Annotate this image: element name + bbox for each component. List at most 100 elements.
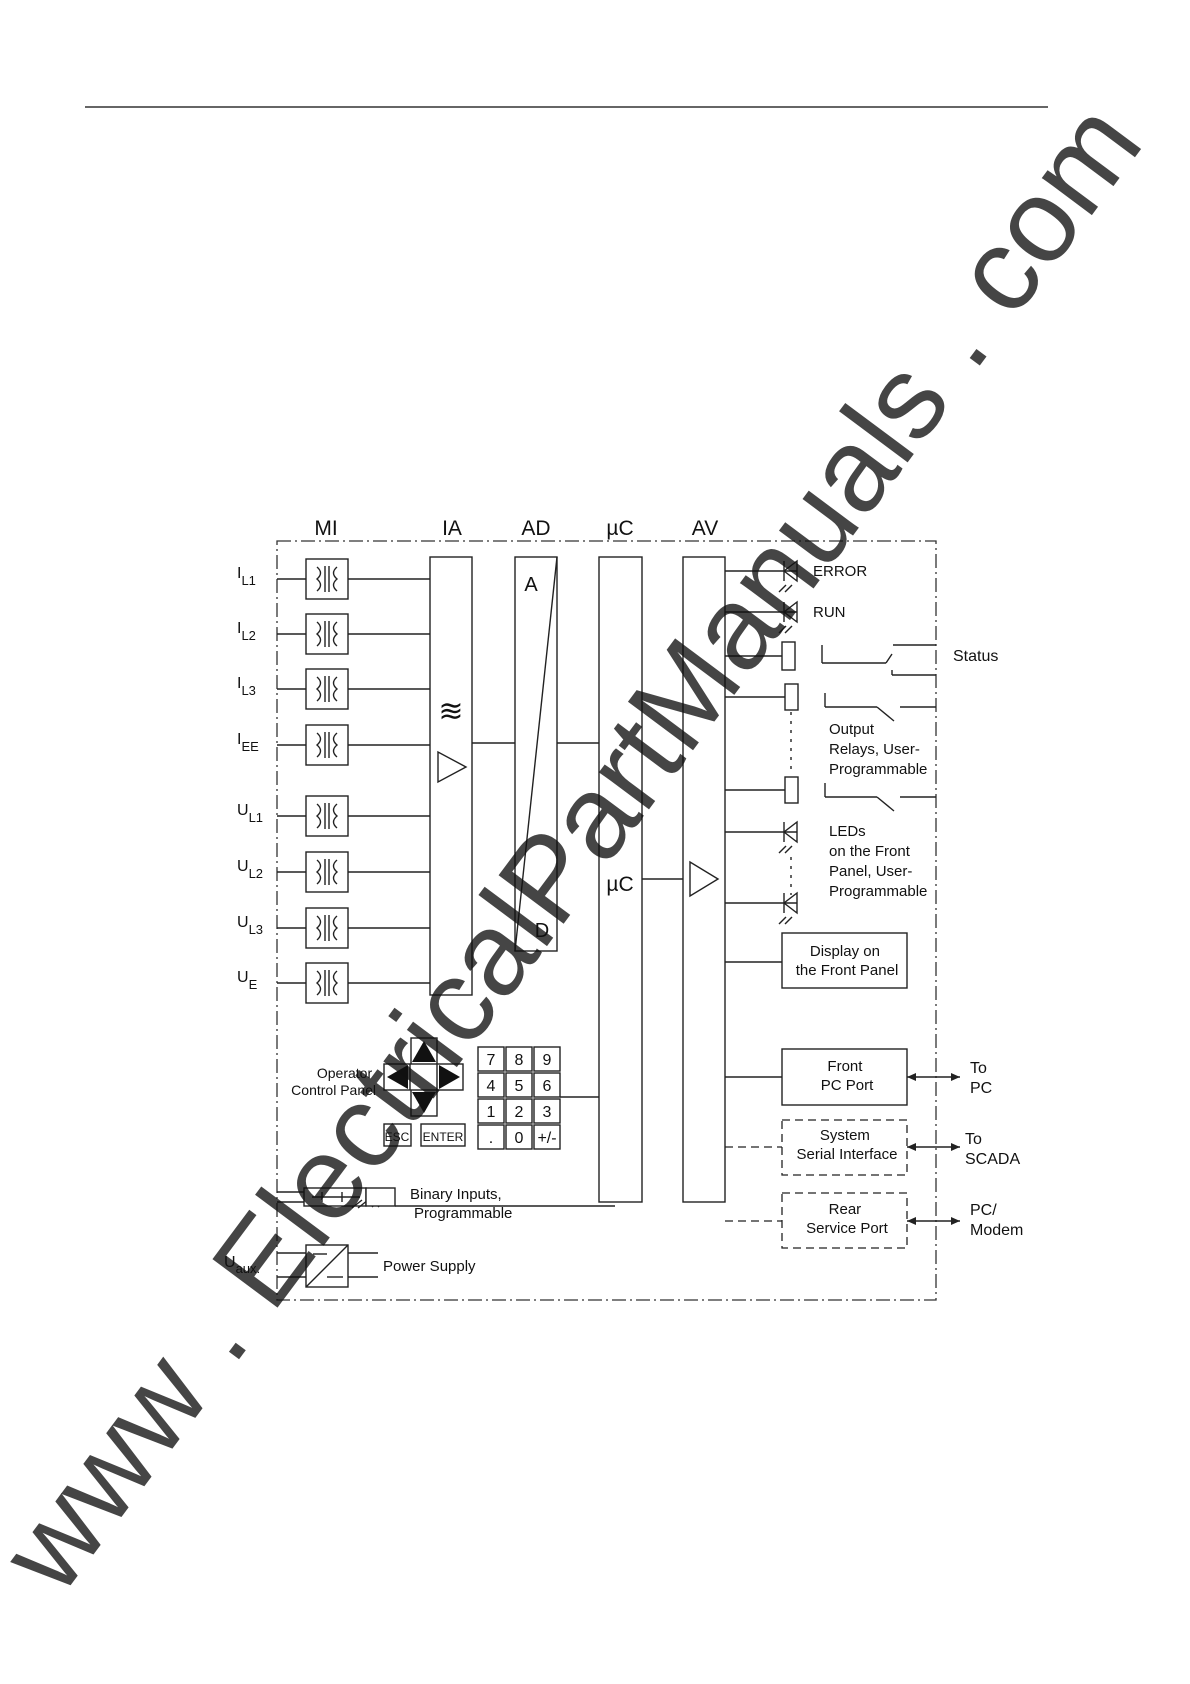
navigation-keys [383, 1037, 464, 1117]
to-pc-label: To PC [970, 1060, 992, 1097]
status-relay: Status [725, 641, 998, 676]
binary-inputs [277, 1187, 615, 1209]
svg-text:1: 1 [487, 1104, 496, 1121]
measuring-input-row: UE [237, 962, 430, 1004]
enter-key: ENTER [420, 1123, 466, 1147]
measuring-input-row: IL1 [237, 558, 430, 600]
numeric-keypad: 7 8 9 4 5 6 1 2 3. 0 +/- [477, 1046, 561, 1150]
measuring-input-row: UL3 [237, 907, 430, 949]
output-amplifier-triangle [689, 860, 720, 898]
measuring-input-row: UL1 [237, 795, 430, 837]
input-label: IEE [237, 731, 259, 754]
measuring-input-row: IEE [237, 724, 430, 766]
led-run: RUN [725, 600, 846, 634]
svg-text:3: 3 [543, 1104, 552, 1121]
header-av: AV [692, 517, 718, 540]
output-relays-label: Output Relays, User- Programmable [829, 721, 927, 778]
arrow-up-icon [412, 1041, 436, 1062]
device-enclosure [276, 540, 937, 1301]
measuring-input-row: UL2 [237, 851, 430, 893]
binary-inputs-label: Binary Inputs, Programmable [410, 1186, 512, 1222]
front-pc-port-box [781, 1048, 908, 1106]
ad-converter-block: A D [514, 556, 558, 952]
arrow-down-icon [412, 1092, 436, 1113]
esc-key: ESC [383, 1123, 412, 1147]
to-pc-arrow [907, 1073, 960, 1081]
display-box [781, 932, 908, 989]
uc-label: µC [606, 873, 633, 896]
keypad-key: 6 [533, 1072, 561, 1098]
output-relay-1 [725, 683, 936, 722]
input-label: IL1 [237, 565, 256, 588]
led-run-label: RUN [813, 604, 846, 621]
front-leds-label: LEDs on the Front Panel, User- Programma… [829, 823, 927, 900]
status-label: Status [953, 648, 998, 665]
keypad-key: 1 [477, 1098, 505, 1124]
header-ia: IA [442, 517, 462, 540]
aux-voltage-label: Uaux. [224, 1254, 260, 1276]
pc-modem-label: PC/ Modem [970, 1202, 1023, 1239]
keypad-key: 0 [505, 1124, 533, 1150]
keypad-key: +/- [533, 1124, 561, 1150]
header-uc: µC [606, 517, 633, 540]
to-scada-arrow [907, 1143, 960, 1151]
rear-port-label: Rear Service Port [806, 1201, 889, 1237]
input-label: UL1 [237, 802, 263, 825]
svg-text:5: 5 [515, 1078, 524, 1095]
header-mi: MI [314, 517, 337, 540]
measuring-input-row: IL3 [237, 668, 430, 710]
keypad-key: 9 [533, 1046, 561, 1072]
svg-text:7: 7 [487, 1052, 496, 1069]
filter-symbol: ≋ [438, 695, 463, 728]
power-supply [277, 1244, 378, 1288]
arrow-left-icon [387, 1065, 408, 1089]
input-label: IL2 [237, 620, 256, 643]
power-supply-label: Power Supply [383, 1258, 476, 1275]
input-label: UL2 [237, 858, 263, 881]
svg-text:ESC: ESC [385, 1130, 410, 1144]
led-error-label: ERROR [813, 563, 867, 580]
svg-text:9: 9 [543, 1052, 552, 1069]
svg-text:+/-: +/- [537, 1130, 556, 1147]
input-amplifier-block: ≋ [429, 556, 473, 996]
front-led-n [725, 891, 798, 925]
led-error: ERROR [725, 559, 867, 593]
operator-panel-label: Operator Control Panel [291, 1065, 376, 1098]
svg-text:2: 2 [515, 1104, 524, 1121]
display-label: Display on the Front Panel [796, 943, 899, 979]
input-label: UE [237, 969, 258, 992]
keypad-key: . [477, 1124, 505, 1150]
output-amplifier-block [682, 556, 726, 1203]
front-led-1 [725, 820, 798, 854]
to-scada-label: To SCADA [965, 1131, 1020, 1168]
svg-text:8: 8 [515, 1052, 524, 1069]
svg-text:6: 6 [543, 1078, 552, 1095]
keypad-key: 7 [477, 1046, 505, 1072]
measuring-input-row: IL2 [237, 613, 430, 655]
keypad-key: 3 [533, 1098, 561, 1124]
svg-text:.: . [489, 1130, 493, 1147]
pc-modem-arrow [907, 1217, 960, 1225]
keypad-key: 8 [505, 1046, 533, 1072]
microcontroller-block: µC [598, 556, 643, 1203]
rear-port-box [781, 1192, 908, 1249]
keypad-key: 2 [505, 1098, 533, 1124]
keypad-key: 4 [477, 1072, 505, 1098]
watermark: www . ElectricalPartManuals . com [0, 79, 1167, 1615]
ad-label-d: D [535, 920, 549, 942]
keypad-key: 5 [505, 1072, 533, 1098]
input-label: IL3 [237, 675, 256, 698]
front-pc-port-label: Front PC Port [821, 1058, 874, 1094]
arrow-right-icon [439, 1065, 460, 1089]
svg-text:ENTER: ENTER [423, 1130, 464, 1144]
ad-label-a: A [524, 574, 538, 596]
amplifier-triangle [437, 750, 468, 784]
system-interface-box [781, 1119, 908, 1176]
svg-text:0: 0 [515, 1130, 524, 1147]
input-label: UL3 [237, 914, 263, 937]
svg-text:4: 4 [487, 1078, 496, 1095]
output-relay-n [725, 776, 936, 812]
system-interface-label: System Serial Interface [797, 1127, 898, 1163]
